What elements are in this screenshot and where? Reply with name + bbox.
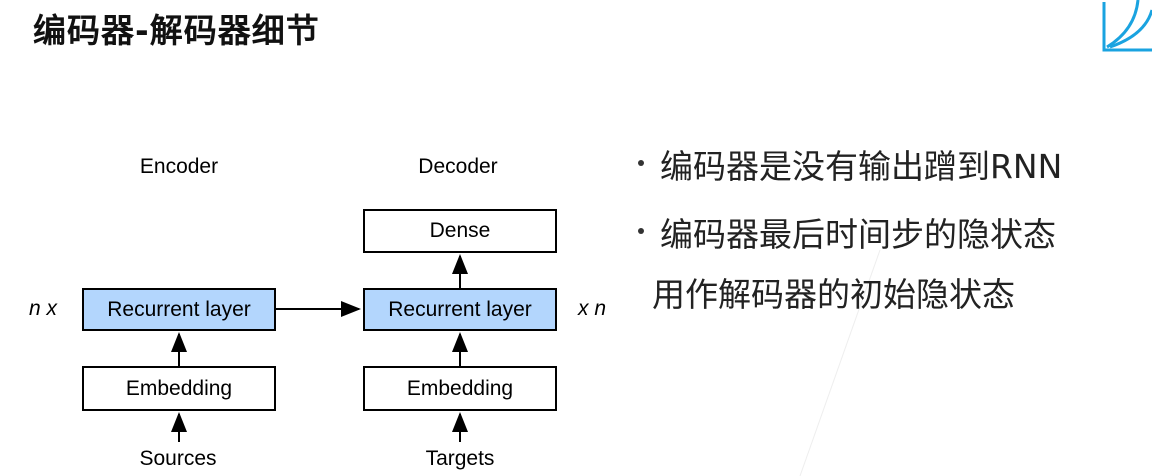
bullet-1: 编码器是没有输出蹭到RNN (660, 147, 1063, 186)
sources-label: Sources (139, 447, 217, 470)
bullet-dot (638, 228, 644, 234)
x-n-label: x n (578, 297, 607, 320)
bullet-2: 编码器最后时间步的隐状态 (660, 215, 1056, 254)
decorative-line (799, 249, 881, 476)
targets-label: Targets (425, 447, 495, 470)
encoder-label: Encoder (139, 155, 219, 178)
embedding-encoder: Embedding (82, 366, 276, 411)
dense-box: Dense (363, 209, 557, 253)
logo-icon (1102, 0, 1152, 52)
bullet-dot (638, 160, 644, 166)
embedding-decoder: Embedding (363, 366, 557, 411)
n-x-label: n x (29, 297, 58, 320)
bullet-2-continuation: 用作解码器的初始隐状态 (652, 275, 1015, 314)
recurrent-layer-encoder: Recurrent layer (82, 288, 276, 331)
decoder-label: Decoder (418, 155, 498, 178)
recurrent-layer-decoder: Recurrent layer (363, 288, 557, 331)
slide-title: 编码器-解码器细节 (33, 11, 320, 50)
